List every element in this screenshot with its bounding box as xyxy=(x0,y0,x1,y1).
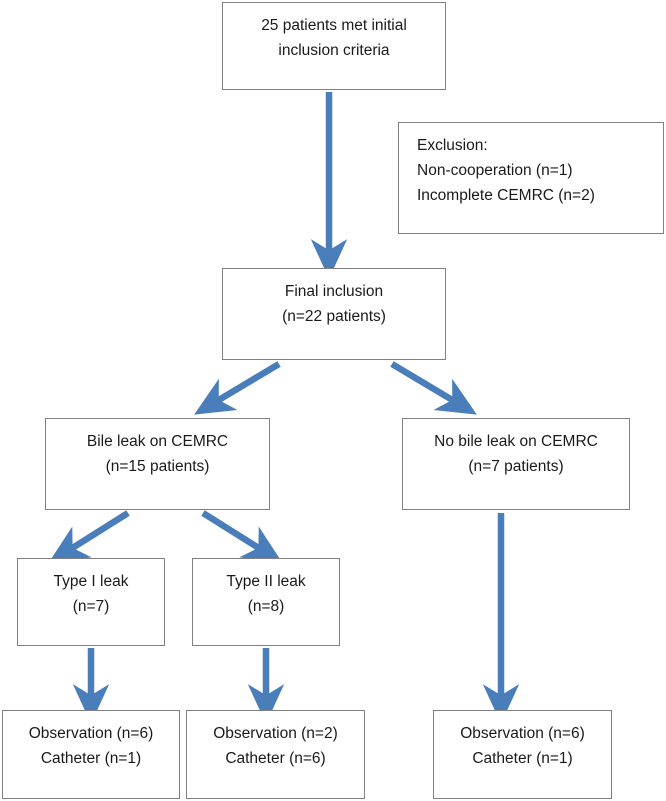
node-bile-leak-line-2: (n=15 patients) xyxy=(105,458,210,476)
node-exclusion-line-1: Exclusion: xyxy=(417,137,488,154)
node-no-bile-leak-line-1: No bile leak on CEMRC xyxy=(434,433,598,450)
node-outcome-no-bile-leak-line-2: Catheter (n=1) xyxy=(472,750,573,768)
node-type-i-leak-line-1: Type I leak xyxy=(53,573,129,590)
node-initial-inclusion: 25 patients met initial inclusion criter… xyxy=(222,2,446,90)
node-bile-leak-line-1: Bile leak on CEMRC xyxy=(86,433,229,450)
node-final-inclusion: Final inclusion (n=22 patients) xyxy=(222,268,446,360)
node-outcome-type-i: Observation (n=6) Catheter (n=1) xyxy=(2,710,180,799)
node-outcome-type-i-line-2: Catheter (n=1) xyxy=(40,750,142,768)
node-final-inclusion-line-1: Final inclusion xyxy=(284,283,384,300)
node-exclusion-line-3: Incomplete CEMRC (n=2) xyxy=(417,187,595,205)
node-no-bile-leak: No bile leak on CEMRC (n=7 patients) xyxy=(402,418,630,510)
node-outcome-no-bile-leak-line-1: Observation (n=6) xyxy=(460,725,585,742)
node-bile-leak: Bile leak on CEMRC (n=15 patients) xyxy=(45,418,270,510)
node-outcome-type-i-line-1: Observation (n=6) xyxy=(28,725,154,742)
arrow-bile-leak-to-type-ii xyxy=(201,510,283,564)
arrow-bile-leak-to-type-i xyxy=(48,510,130,564)
node-final-inclusion-line-2: (n=22 patients) xyxy=(282,308,386,326)
node-type-i-leak-line-2: (n=7) xyxy=(72,598,110,616)
node-type-i-leak: Type I leak (n=7) xyxy=(17,558,165,646)
node-outcome-no-bile-leak: Observation (n=6) Catheter (n=1) xyxy=(433,710,612,799)
arrow-final-to-bile-leak xyxy=(194,361,281,415)
node-outcome-type-ii-line-2: Catheter (n=6) xyxy=(225,750,326,768)
node-exclusion: Exclusion: Non-cooperation (n=1) Incompl… xyxy=(398,122,664,234)
arrow-final-to-no-bile-leak xyxy=(390,361,477,415)
node-type-ii-leak-line-1: Type II leak xyxy=(226,573,306,590)
node-outcome-type-ii: Observation (n=2) Catheter (n=6) xyxy=(186,710,365,799)
node-outcome-type-ii-line-1: Observation (n=2) xyxy=(213,725,338,742)
node-exclusion-line-2: Non-cooperation (n=1) xyxy=(417,162,573,180)
node-initial-inclusion-line-1: 25 patients met initial xyxy=(261,17,407,34)
node-no-bile-leak-line-2: (n=7 patients) xyxy=(468,458,564,476)
node-type-ii-leak: Type II leak (n=8) xyxy=(192,558,340,646)
node-initial-inclusion-line-2: inclusion criteria xyxy=(278,42,390,60)
node-type-ii-leak-line-2: (n=8) xyxy=(247,598,285,616)
